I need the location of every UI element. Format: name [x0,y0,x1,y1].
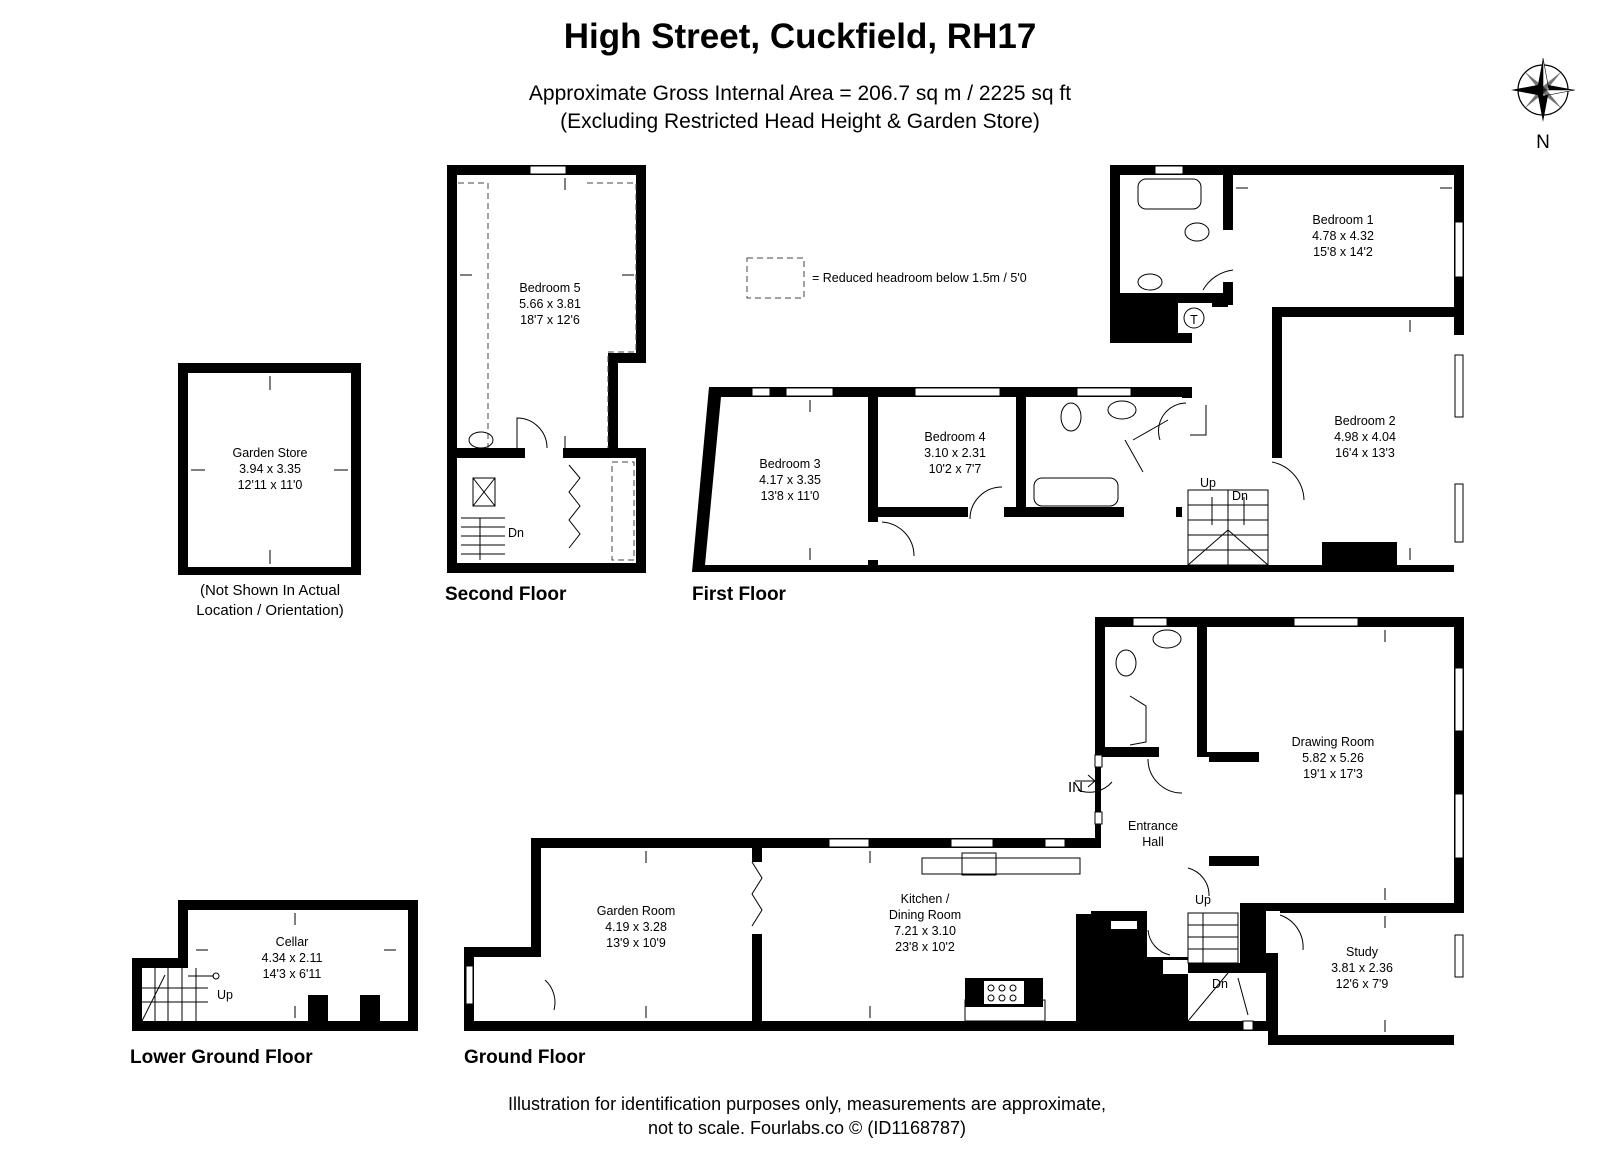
exclusion-line: (Excluding Restricted Head Height & Gard… [560,110,1040,133]
bedroom2-name: Bedroom 2 [1334,414,1395,428]
bedroom4-name: Bedroom 4 [924,430,985,444]
footer-line-1: Illustration for identification purposes… [508,1094,1106,1114]
bedroom3-imperial: 13'8 x 11'0 [761,489,820,503]
cellar-imperial: 14'3 x 6'11 [263,967,322,981]
study-name: Study [1346,945,1379,959]
bedroom5-metric: 5.66 x 3.81 [519,297,581,311]
kitchen-imperial: 23'8 x 10'2 [895,940,955,954]
entrance-hall-line-1: Entrance [1128,819,1178,833]
ground-floor-stairs-up: Up [1195,893,1211,907]
bedroom3-name: Bedroom 3 [759,457,820,471]
bedroom5-name: Bedroom 5 [519,281,580,295]
kitchen-name-line-1: Kitchen / [901,892,950,906]
garden-store-name: Garden Store [232,446,307,460]
kitchen-name-line-2: Dining Room [889,908,961,922]
cellar-name: Cellar [276,935,309,949]
bedroom4-imperial: 10'2 x 7'7 [929,462,982,476]
second-floor-stairs-dn: Dn [508,526,524,540]
legend-text: = Reduced headroom below 1.5m / 5'0 [812,271,1027,285]
bedroom1-imperial: 15'8 x 14'2 [1313,245,1373,259]
bedroom2-imperial: 16'4 x 13'3 [1335,446,1395,460]
first-floor-plan [692,165,1464,572]
entrance-hall-line-2: Hall [1142,835,1164,849]
garden-store-note-1: (Not Shown In Actual [200,582,340,599]
garden-store-imperial: 12'11 x 11'0 [238,478,303,492]
ground-floor-plan [464,617,1464,1045]
first-floor-stairs-dn: Dn [1232,489,1248,503]
bedroom1-metric: 4.78 x 4.32 [1312,229,1374,243]
bedroom4-metric: 3.10 x 2.31 [924,446,986,460]
drawing-room-name: Drawing Room [1292,735,1375,749]
footer-line-2: not to scale. Fourlabs.co © (ID1168787) [648,1118,966,1138]
second-floor-plan [447,165,646,573]
bedroom2-metric: 4.98 x 4.04 [1334,430,1396,444]
compass-icon [1511,57,1576,122]
ground-floor-label: Ground Floor [464,1047,586,1068]
garden-room-imperial: 13'9 x 10'9 [606,936,666,950]
lower-ground-floor-label: Lower Ground Floor [130,1047,313,1068]
bedroom5-imperial: 18'7 x 12'6 [520,313,580,327]
study-imperial: 12'6 x 7'9 [1336,977,1389,991]
first-floor-stairs-up: Up [1200,476,1216,490]
bedroom3-metric: 4.17 x 3.35 [759,473,821,487]
plan-title: High Street, Cuckfield, RH17 [564,17,1037,56]
garden-store-note-2: Location / Orientation) [196,602,344,619]
study-metric: 3.81 x 2.36 [1331,961,1393,975]
drawing-room-metric: 5.82 x 5.26 [1302,751,1364,765]
kitchen-metric: 7.21 x 3.10 [894,924,956,938]
garden-store-metric: 3.94 x 3.35 [239,462,301,476]
garden-room-metric: 4.19 x 3.28 [605,920,667,934]
entrance-in-label: IN [1068,779,1083,796]
cellar-metric: 4.34 x 2.11 [262,951,323,965]
compass-north-label: N [1536,132,1550,153]
second-floor-label: Second Floor [445,584,567,605]
lower-ground-stairs-up: Up [217,988,233,1002]
lower-ground-floor-plan [132,900,418,1031]
ground-floor-stairs-dn: Dn [1212,977,1228,991]
garden-store-plan [178,363,361,575]
garden-room-name: Garden Room [597,904,676,918]
area-line: Approximate Gross Internal Area = 206.7 … [529,82,1071,105]
bedroom1-name: Bedroom 1 [1312,213,1373,227]
reduced-headroom-swatch [746,257,805,299]
cupboard-t-label: T [1190,313,1198,327]
first-floor-label: First Floor [692,584,787,605]
drawing-room-imperial: 19'1 x 17'3 [1303,767,1363,781]
